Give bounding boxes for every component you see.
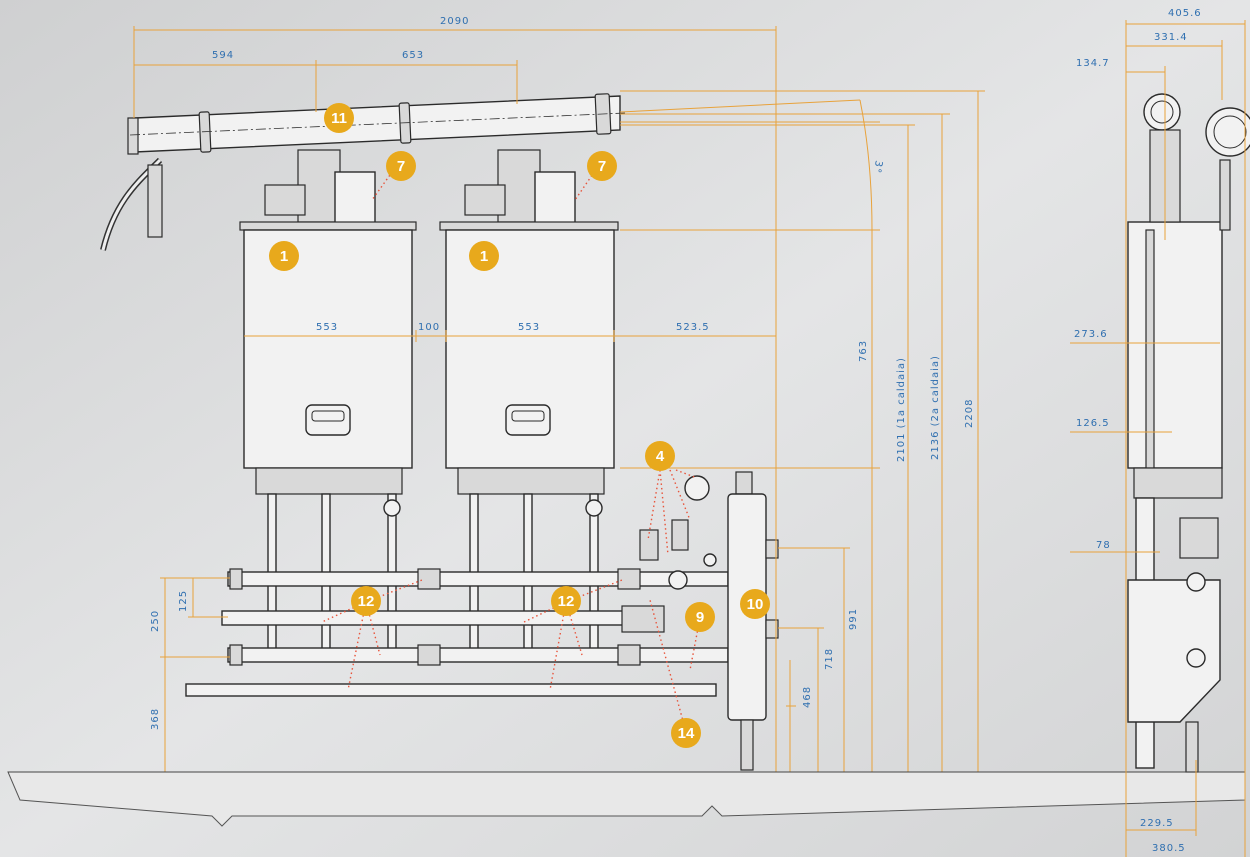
dim-594: 594 bbox=[212, 50, 234, 61]
dimension-labels: 2090 594 653 553 100 553 523.5 763 2101 … bbox=[150, 8, 1202, 854]
badge-4: 4 bbox=[645, 441, 675, 471]
svg-text:1: 1 bbox=[480, 248, 488, 265]
dim-368: 368 bbox=[150, 708, 161, 730]
badge-7-b: 7 bbox=[587, 151, 617, 181]
dim-380-5: 380.5 bbox=[1152, 843, 1186, 854]
dim-2136: 2136 (2a caldaia) bbox=[930, 355, 941, 460]
badge-7-a: 7 bbox=[386, 151, 416, 181]
boiler-1 bbox=[239, 149, 417, 495]
dim-250: 250 bbox=[150, 610, 161, 632]
dim-553-a: 553 bbox=[316, 322, 338, 333]
svg-text:7: 7 bbox=[598, 158, 606, 175]
dim-553-b: 553 bbox=[518, 322, 540, 333]
svg-text:4: 4 bbox=[656, 448, 665, 465]
svg-text:12: 12 bbox=[558, 593, 575, 610]
dim-468: 468 bbox=[802, 686, 813, 708]
badge-10: 10 bbox=[740, 589, 770, 619]
dim-405-6: 405.6 bbox=[1168, 8, 1202, 19]
dim-229-5: 229.5 bbox=[1140, 818, 1174, 829]
manifold bbox=[185, 568, 729, 697]
dim-991: 991 bbox=[848, 608, 859, 630]
svg-text:14: 14 bbox=[678, 725, 695, 742]
dim-100: 100 bbox=[418, 322, 440, 333]
badge-9: 9 bbox=[685, 602, 715, 632]
dim-653: 653 bbox=[402, 50, 424, 61]
dim-125: 125 bbox=[178, 590, 189, 612]
svg-text:10: 10 bbox=[747, 596, 764, 613]
flue-pipe bbox=[100, 93, 626, 251]
svg-text:12: 12 bbox=[358, 593, 375, 610]
dim-2090: 2090 bbox=[440, 16, 469, 27]
dim-763: 763 bbox=[858, 340, 869, 362]
svg-text:1: 1 bbox=[280, 248, 288, 265]
dim-2101: 2101 (1a caldaia) bbox=[896, 357, 907, 462]
dim-523-5: 523.5 bbox=[676, 322, 710, 333]
svg-text:7: 7 bbox=[397, 158, 405, 175]
svg-text:11: 11 bbox=[331, 110, 347, 127]
dim-2208: 2208 bbox=[964, 399, 975, 428]
side-view bbox=[1127, 93, 1250, 773]
badge-1-a: 1 bbox=[269, 241, 299, 271]
svg-text:9: 9 bbox=[696, 609, 704, 626]
badge-12-a: 12 bbox=[351, 586, 381, 616]
boiler-2 bbox=[439, 149, 619, 495]
dim-718: 718 bbox=[824, 648, 835, 670]
badge-1-b: 1 bbox=[469, 241, 499, 271]
dim-331-4: 331.4 bbox=[1154, 32, 1188, 43]
component-badges: 1 1 4 7 7 9 10 11 bbox=[269, 103, 770, 748]
dim-273-6: 273.6 bbox=[1074, 329, 1108, 340]
dim-134-7: 134.7 bbox=[1076, 58, 1110, 69]
dim-78: 78 bbox=[1096, 540, 1111, 551]
badge-11: 11 bbox=[324, 103, 354, 133]
dim-126-5: 126.5 bbox=[1076, 418, 1110, 429]
dim-angle-3deg: 3° bbox=[871, 159, 884, 174]
badge-14: 14 bbox=[671, 718, 701, 748]
badge-12-b: 12 bbox=[551, 586, 581, 616]
